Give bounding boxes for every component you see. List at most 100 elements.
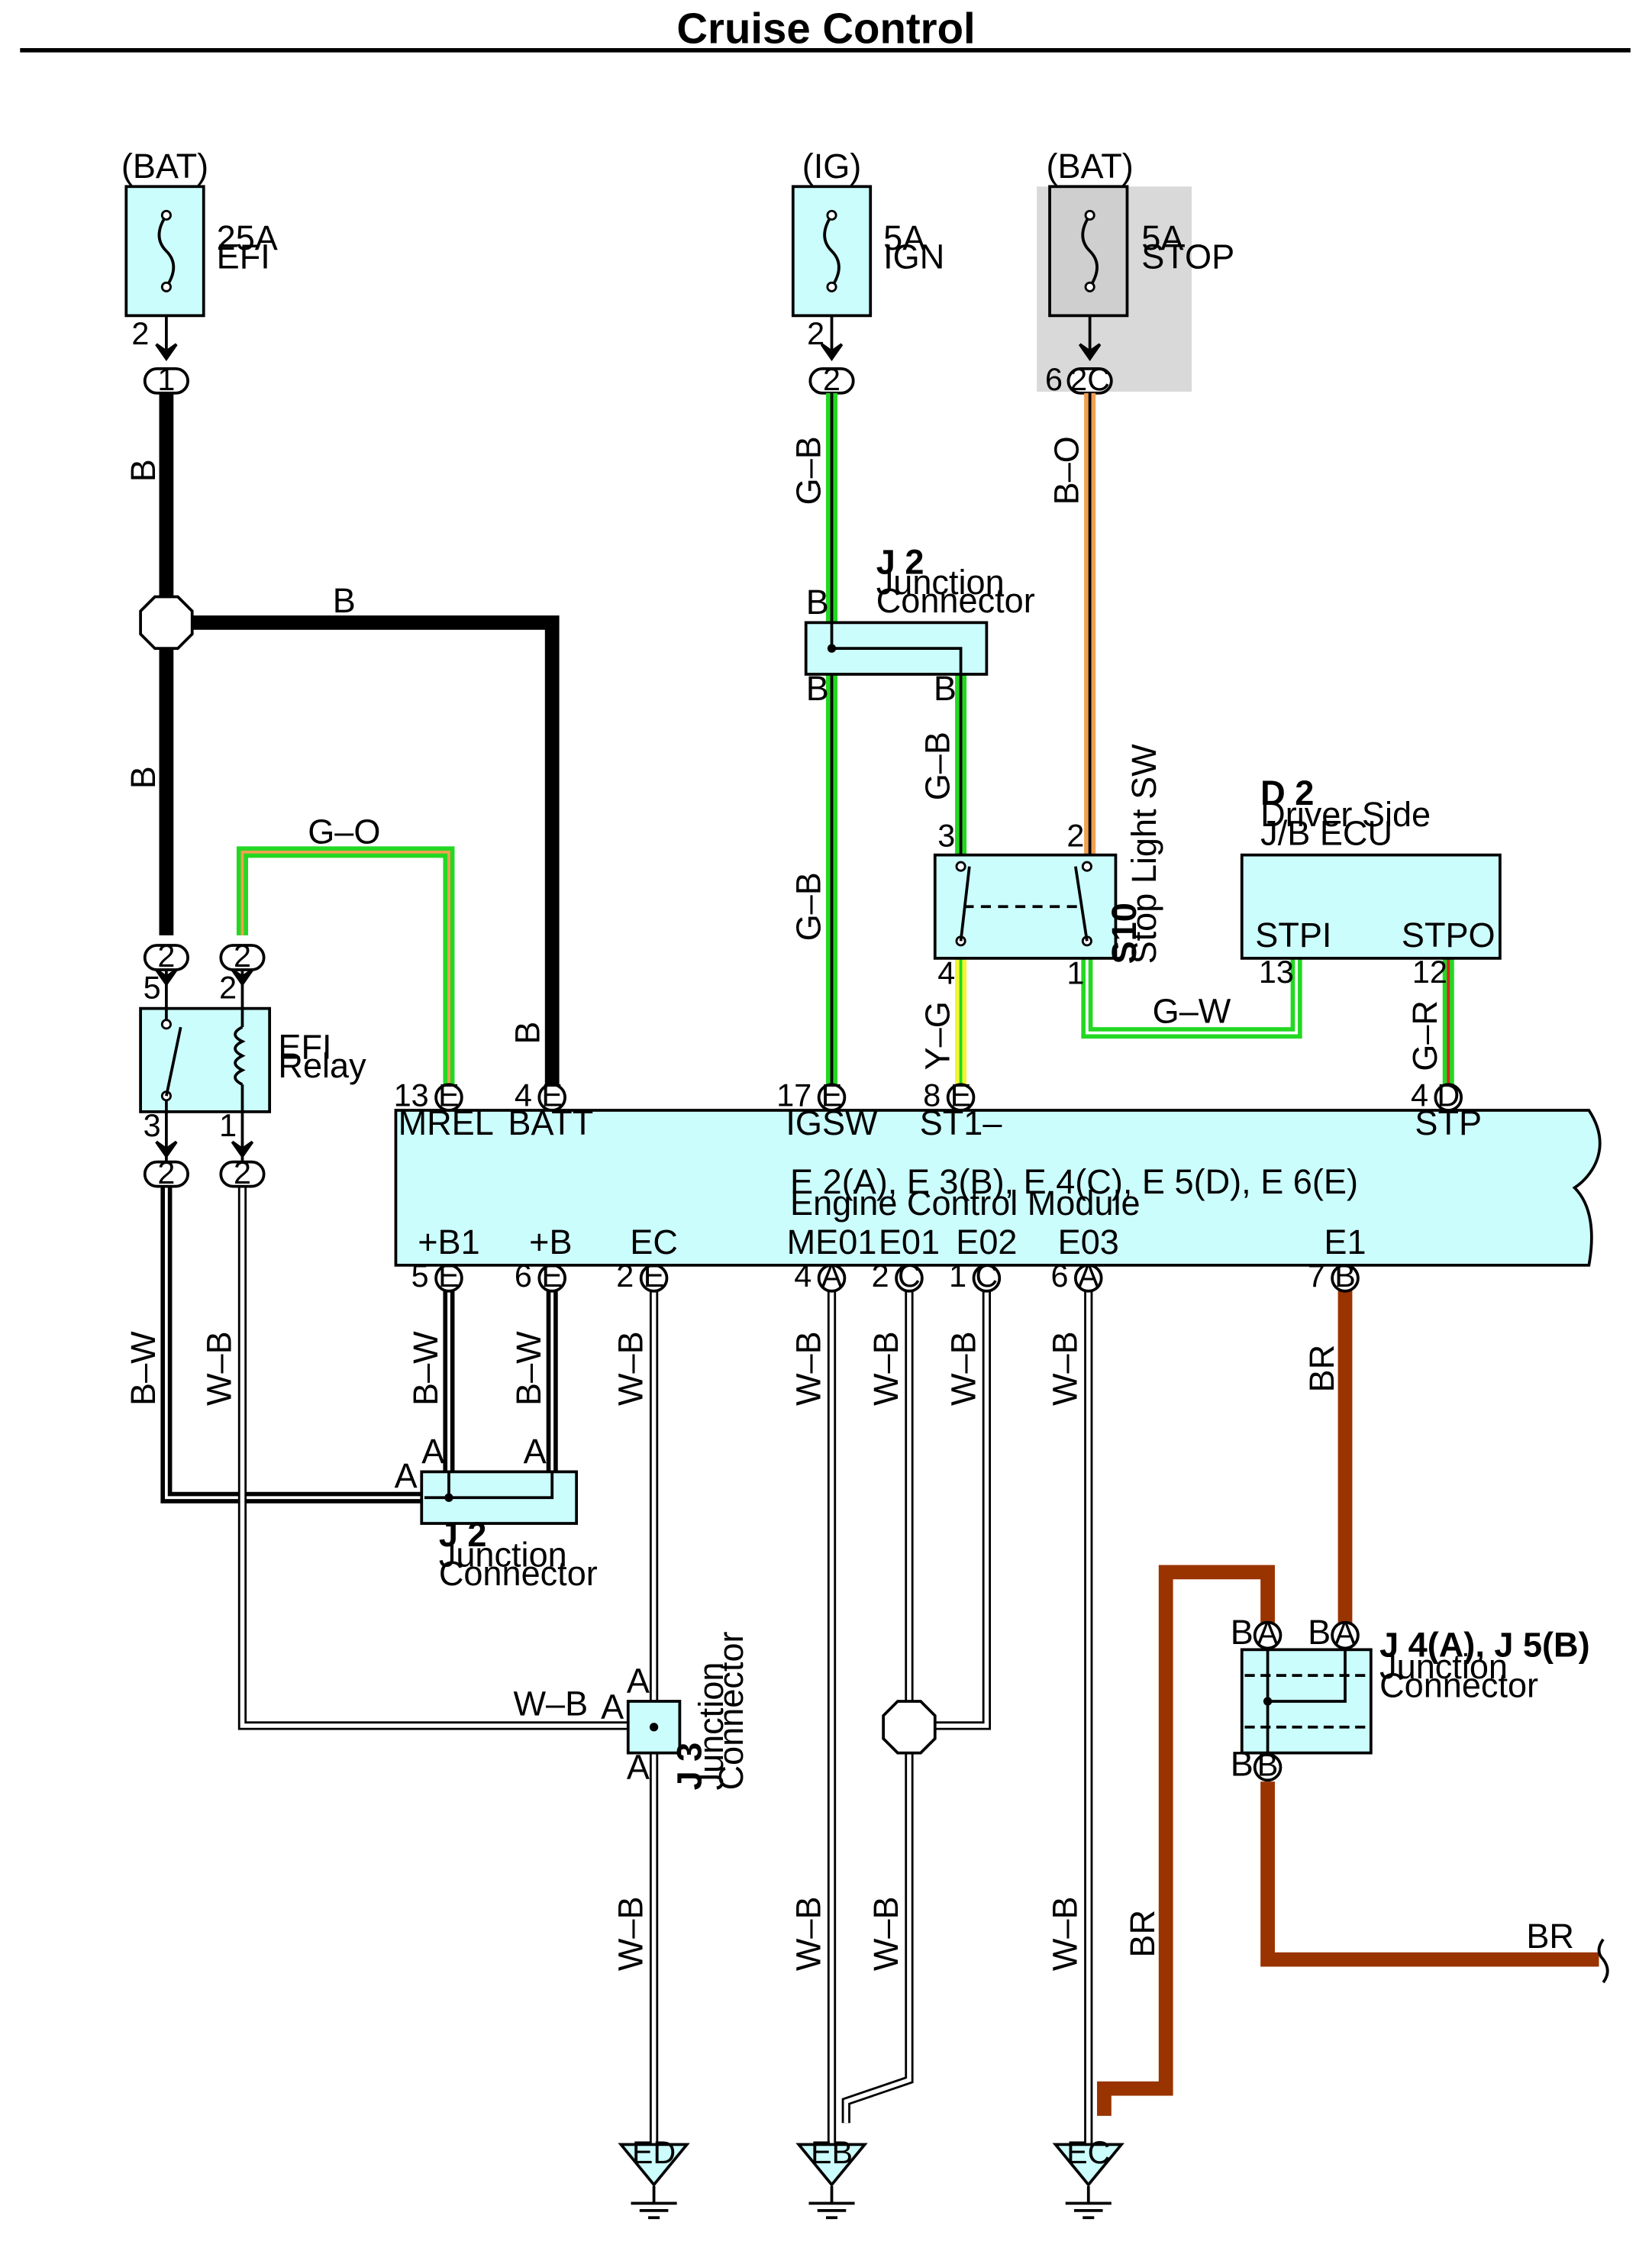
svg-text:Connector: Connector (439, 1554, 598, 1593)
svg-text:J 2: J 2 (876, 542, 924, 581)
svg-text:25A: 25A (217, 218, 278, 257)
svg-text:1: 1 (219, 1108, 237, 1143)
ecm-top-pin-igsw: E 17 IGSW (776, 1077, 878, 1142)
svg-text:E: E (438, 1077, 460, 1113)
svg-text:B–O: B–O (1047, 436, 1086, 505)
svg-text:E02: E02 (956, 1223, 1017, 1261)
stop-conn-label: 2C (1070, 362, 1110, 397)
svg-text:12: 12 (1412, 955, 1447, 990)
ecm-top-pin-batt: E 4 BATT (508, 1077, 593, 1142)
svg-text:(BAT): (BAT) (121, 147, 208, 186)
stop-fuse-pin: 6 (1045, 362, 1063, 397)
ecm-bottom-pin-me01: ME01 A 4 (787, 1223, 877, 1294)
splice-e01 (882, 1700, 937, 1755)
svg-text:D 2: D 2 (1260, 774, 1314, 812)
svg-text:5: 5 (144, 971, 161, 1006)
svg-text:Junction: Junction (439, 1535, 567, 1574)
svg-text:E: E (950, 1077, 972, 1113)
svg-text:A: A (627, 1662, 650, 1701)
svg-text:2: 2 (234, 1155, 251, 1190)
ecm-top-pin-mrel: E 13 MREL (394, 1077, 494, 1142)
fuse-leads (155, 315, 1102, 361)
svg-text:B: B (124, 766, 163, 789)
svg-text:BATT: BATT (508, 1103, 593, 1142)
j4-j5-junction-connector: A A B B B B J 4(A), J 5(B) Junction Conn… (1231, 1613, 1590, 1784)
svg-text:EC: EC (630, 1223, 678, 1261)
svg-text:B: B (934, 669, 957, 708)
svg-text:S10: S10 (1105, 903, 1144, 964)
svg-text:5: 5 (411, 1258, 429, 1294)
svg-text:Junction: Junction (692, 1662, 731, 1791)
svg-text:Relay: Relay (278, 1046, 366, 1085)
svg-text:G–O: G–O (308, 812, 380, 851)
wire-w-b (237, 1187, 1093, 2145)
svg-text:Connector: Connector (876, 581, 1035, 620)
svg-text:A: A (1257, 1616, 1279, 1651)
svg-text:ED: ED (632, 2135, 676, 2170)
ecm-top-pin-stp: D 4 STP (1411, 1077, 1482, 1142)
svg-text:A: A (395, 1456, 418, 1495)
efi-relay: 2 2 5 2 EFI Relay 3 1 2 2 (139, 938, 366, 1190)
svg-text:1: 1 (949, 1258, 966, 1294)
svg-text:J/B ECU: J/B ECU (1260, 814, 1392, 853)
svg-text:C: C (898, 1258, 921, 1294)
svg-text:13: 13 (394, 1077, 429, 1113)
svg-text:W–B: W–B (1046, 1896, 1085, 1971)
svg-text:B: B (333, 581, 356, 620)
svg-text:W–B: W–B (611, 1331, 650, 1406)
svg-text:STPO: STPO (1402, 916, 1496, 955)
svg-text:2: 2 (157, 938, 175, 974)
engine-control-module: E 2(A), E 3(B), E 4(C), E 5(D), E 6(E) E… (394, 1109, 1602, 1267)
svg-text:J 2: J 2 (439, 1515, 487, 1554)
svg-text:W–B: W–B (513, 1685, 588, 1723)
j2-top-junction-connector: B B B J 2 Junction Connector (804, 542, 1035, 708)
svg-text:B: B (1231, 1613, 1254, 1652)
svg-text:B–W: B–W (509, 1331, 548, 1406)
svg-text:ST1–: ST1– (920, 1103, 1003, 1142)
svg-text:4: 4 (515, 1077, 532, 1113)
svg-text:A: A (627, 1747, 650, 1786)
svg-text:17: 17 (776, 1077, 811, 1113)
svg-text:IGSW: IGSW (786, 1103, 878, 1142)
svg-text:2: 2 (219, 971, 237, 1006)
svg-text:7: 7 (1308, 1258, 1325, 1294)
ign-conn-label: 2 (823, 362, 841, 397)
svg-text:ME01: ME01 (787, 1223, 877, 1261)
j2-lower-junction-connector: A A A J 2 Junction Connector (395, 1432, 598, 1593)
svg-text:6: 6 (1050, 1258, 1068, 1294)
svg-text:A: A (1334, 1616, 1356, 1651)
svg-text:E: E (644, 1258, 665, 1294)
svg-text:13: 13 (1259, 955, 1294, 990)
svg-text:Y–G: Y–G (918, 1001, 957, 1070)
svg-text:2: 2 (1066, 818, 1084, 853)
svg-text:4: 4 (937, 956, 955, 991)
efi-conn-label: 1 (157, 362, 175, 397)
ecm-bottom-pin-b1: +B1 E 5 (411, 1223, 480, 1294)
svg-text:G–R: G–R (1405, 1000, 1444, 1071)
ecm-bottom-pin-e02: E02 C 1 (949, 1223, 1017, 1294)
wire-g-w (1081, 958, 1302, 1039)
svg-text:1: 1 (1066, 956, 1084, 991)
ecm-bottom-pin-e1: E1 B 7 (1308, 1223, 1366, 1294)
fuse-stop: (BAT) 5A STOP (1046, 147, 1234, 318)
svg-text:5A: 5A (883, 218, 925, 257)
svg-text:Junction: Junction (1379, 1647, 1508, 1686)
svg-text:5A: 5A (1141, 218, 1183, 257)
ground-ed: ED (618, 2135, 690, 2220)
svg-text:E01: E01 (879, 1223, 940, 1261)
br-wire-break (1597, 1938, 1609, 1984)
svg-text:A: A (601, 1688, 624, 1727)
svg-text:4: 4 (794, 1258, 811, 1294)
svg-text:J 4(A), J 5(B): J 4(A), J 5(B) (1379, 1626, 1590, 1665)
svg-text:4: 4 (1411, 1077, 1428, 1113)
svg-text:C: C (975, 1258, 998, 1294)
svg-text:E: E (541, 1077, 563, 1113)
svg-text:IGN: IGN (883, 237, 944, 276)
svg-text:BR: BR (1123, 1910, 1162, 1958)
wire-b-main (159, 392, 560, 1087)
stop-light-switch: 3 2 4 1 S10 Stop Light SW (933, 744, 1163, 991)
svg-text:(IG): (IG) (802, 147, 862, 186)
svg-text:B–W: B–W (406, 1331, 445, 1406)
svg-text:B: B (1334, 1258, 1356, 1294)
svg-text:BR: BR (1302, 1345, 1341, 1393)
